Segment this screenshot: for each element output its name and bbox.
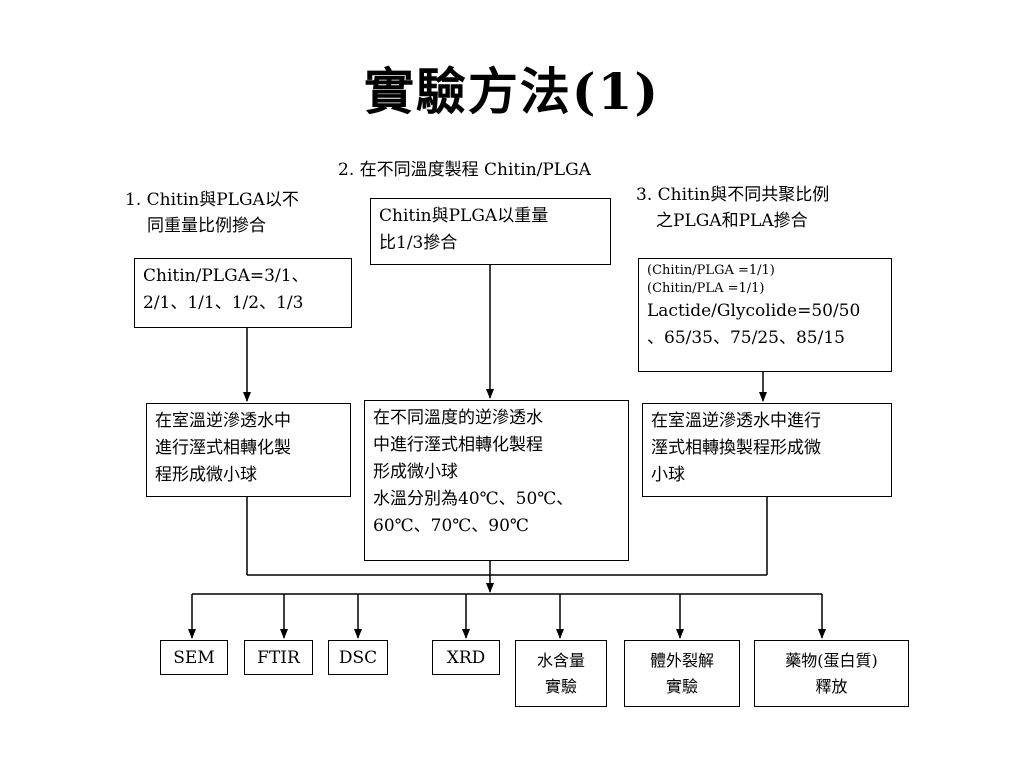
analysis-dsc: DSC xyxy=(328,640,388,675)
analysis-sem: SEM xyxy=(160,640,228,675)
col3-ratio-box: (Chitin/PLGA =1/1) (Chitin/PLA =1/1) Lac… xyxy=(638,258,892,372)
analysis-in-vitro-degradation: 體外裂解 實驗 xyxy=(624,640,740,707)
analysis-drug-release: 藥物(蛋白質) 釋放 xyxy=(754,640,909,707)
col3-heading: 3. Chitin與不同共聚比例 之PLGA和PLA摻合 xyxy=(636,185,830,231)
analysis-xrd: XRD xyxy=(432,640,500,675)
analysis-water-content: 水含量 實驗 xyxy=(515,640,607,707)
page-title: 實驗方法(1) xyxy=(363,62,661,121)
col3-process-box: 在室溫逆滲透水中進行 溼式相轉換製程形成微 小球 xyxy=(642,403,892,497)
col1-heading: 1. Chitin與PLGA以不 同重量比例摻合 xyxy=(125,190,299,236)
col1-process-box: 在室溫逆滲透水中 進行溼式相轉化製 程形成微小球 xyxy=(146,403,351,497)
col2-heading: 2. 在不同溫度製程 Chitin/PLGA xyxy=(338,160,591,180)
col1-ratio-box: Chitin/PLGA=3/1、 2/1、1/1、1/2、1/3 xyxy=(134,258,352,328)
col2-process-box: 在不同溫度的逆滲透水 中進行溼式相轉化製程 形成微小球 水溫分別為40℃、50℃… xyxy=(364,400,629,561)
col2-ratio-box: Chitin與PLGA以重量 比1/3摻合 xyxy=(370,198,611,265)
analysis-ftir: FTIR xyxy=(244,640,313,675)
